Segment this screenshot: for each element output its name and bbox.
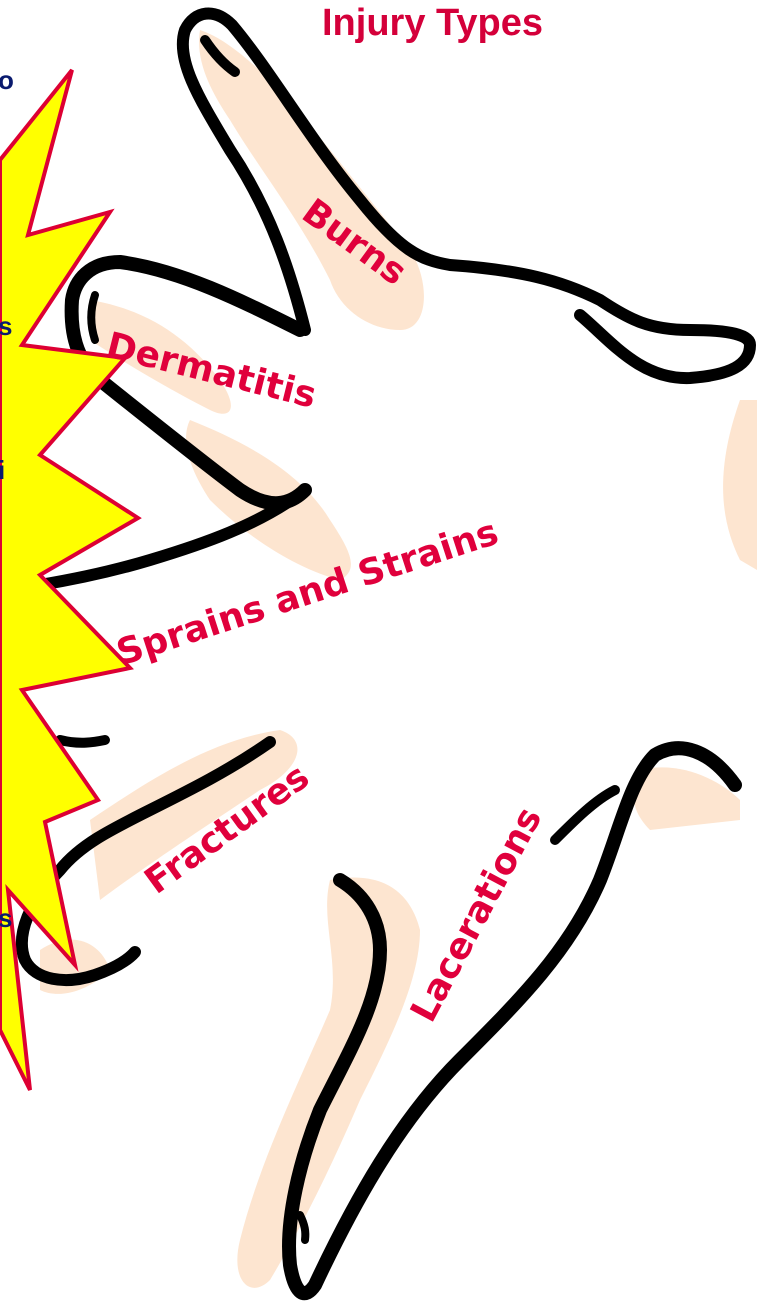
outline-dermatitis-inner — [91, 295, 95, 340]
starburst-text-fragment-4: s — [0, 904, 12, 932]
starburst-text-fragment-3: i — [0, 456, 5, 484]
outline-lacerations-inner — [555, 790, 615, 840]
page-title: Injury Types — [322, 0, 543, 46]
shadow-right-edge — [723, 400, 757, 570]
outline-lacerations-tick — [300, 1215, 305, 1240]
starburst-text-fragment-2: s — [0, 312, 12, 340]
outline-burns-finger — [183, 14, 750, 379]
outline-fractures-gap — [60, 740, 105, 743]
starburst-text-fragment-1: o — [0, 66, 14, 94]
